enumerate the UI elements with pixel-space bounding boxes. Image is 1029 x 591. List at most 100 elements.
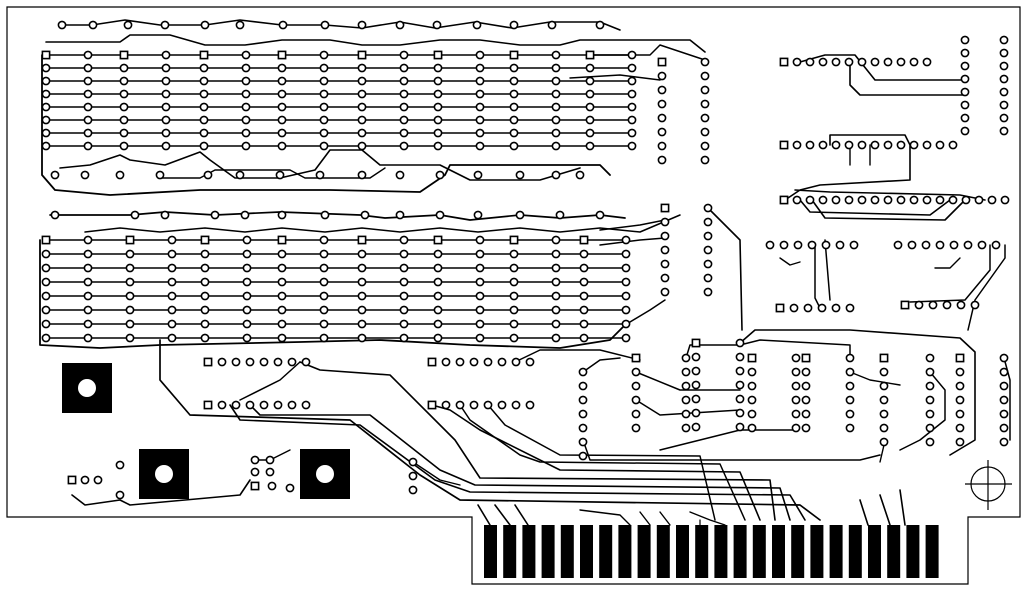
u-ctrl-c-pin1 [747, 353, 757, 363]
pad [115, 490, 125, 500]
u-decoder-pin [857, 140, 867, 150]
u-driver-a-pin1 [203, 400, 213, 410]
u-latch-pin [805, 195, 815, 205]
u-mux-b-pin [963, 240, 973, 250]
u-mux-b-pin [956, 300, 966, 310]
u-mux-b-pin [914, 300, 924, 310]
ram-bot-pin [167, 277, 177, 287]
u-osc-pin [578, 409, 588, 419]
ram-bot-pin [83, 291, 93, 301]
ram-top-pin1 [199, 50, 209, 60]
edge-trace [249, 404, 791, 521]
header-pad [509, 20, 519, 30]
ram-bot-pin [277, 305, 287, 315]
u-latch-pin [974, 195, 984, 205]
ram-top-pin [399, 89, 409, 99]
j-header-a-pin [960, 74, 970, 84]
row-pad [235, 170, 245, 180]
u-ctrl-c-pin [747, 395, 757, 405]
u-rom-pin [657, 113, 667, 123]
u-ctrl-c-pin [791, 367, 801, 377]
u-header-top-pin [844, 57, 854, 67]
ram-bot-pin [41, 333, 51, 343]
ram-bot-pin [41, 263, 51, 273]
ram-bot-pin1 [509, 235, 519, 245]
ram-top-pin [509, 89, 519, 99]
u-ctrl-d-pin [845, 409, 855, 419]
ram-bot-pin [41, 319, 51, 329]
u-latch-pin1 [779, 195, 789, 205]
ram-bot-pin [200, 277, 210, 287]
ram-top-pin [551, 141, 561, 151]
ram-top-pin [357, 128, 367, 138]
j-header-a-pin [960, 113, 970, 123]
u-ctrl-a-pin [631, 381, 641, 391]
ram-bot-pin [579, 319, 589, 329]
ram-top-pin [119, 89, 129, 99]
ram-bot-pin [433, 249, 443, 259]
ram-top-pin [475, 63, 485, 73]
pad [285, 483, 295, 493]
ram-bot-pin [475, 235, 485, 245]
u-ctrl-f-pin [999, 423, 1009, 433]
ram-top-pin [199, 141, 209, 151]
u-ctrl-a-pin [681, 423, 691, 433]
ram-top-pin [41, 89, 51, 99]
j-power-pin [93, 475, 103, 485]
board-outline [6, 6, 1021, 585]
u-decoder-pin [948, 140, 958, 150]
u-ctrl-c-pin [747, 367, 757, 377]
copper-traces [39, 19, 1011, 529]
finger-trace [659, 511, 671, 526]
ram-top-pin [41, 115, 51, 125]
ram-top-pin [319, 63, 329, 73]
edge-finger [695, 525, 709, 578]
u-driver-b-pin [511, 400, 521, 410]
u-ctrl-c-pin [791, 409, 801, 419]
u-mux-b-pin [928, 300, 938, 310]
edge-finger [503, 525, 517, 578]
u-mux-b-pin [970, 300, 980, 310]
ram-bot-pin [125, 333, 135, 343]
ram-top-pin [399, 76, 409, 86]
ram-top-pin [627, 50, 637, 60]
u-mux-a-pin [765, 240, 775, 250]
u-decoder-pin [870, 140, 880, 150]
j-header-b-pin [999, 100, 1009, 110]
u-header-top-pin [805, 57, 815, 67]
ram-top-pin [433, 63, 443, 73]
row-pad [160, 210, 170, 220]
ram-bot-pin [200, 249, 210, 259]
row-pad [435, 210, 445, 220]
ram-top-pin [241, 128, 251, 138]
u-ctrl-b-pin [691, 408, 701, 418]
u-buffer-pin1 [660, 203, 670, 213]
u-buffer-pin [660, 273, 670, 283]
u-driver-a-pin [245, 400, 255, 410]
u-ctrl-b-pin [735, 352, 745, 362]
u-ctrl-b-pin [735, 394, 745, 404]
u-buffer-pin [703, 245, 713, 255]
u-ctrl-a-pin [631, 367, 641, 377]
ram-top-pin [199, 76, 209, 86]
u-mux-a-pin [835, 240, 845, 250]
ram-bot-pin [475, 291, 485, 301]
ram-bot-pin [167, 305, 177, 315]
u-ctrl-c-pin [791, 423, 801, 433]
ram-top-pin [475, 89, 485, 99]
j-header-b-pin [999, 87, 1009, 97]
j-power-pin1 [67, 475, 77, 485]
u-ctrl-e-pin [879, 437, 889, 447]
u-mux-b-pin [893, 240, 903, 250]
trace [879, 444, 885, 463]
u-driver-a-pin [301, 357, 311, 367]
ram-top-pin [119, 128, 129, 138]
ram-top-pin [119, 102, 129, 112]
ram-bot-pin [277, 249, 287, 259]
ram-bot-pin [579, 249, 589, 259]
ram-top-pin [41, 128, 51, 138]
u-ctrl-a-pin1 [631, 353, 641, 363]
u-ctrl-b-pin [691, 366, 701, 376]
ram-top-pin [277, 128, 287, 138]
ram-bot-pin [433, 277, 443, 287]
